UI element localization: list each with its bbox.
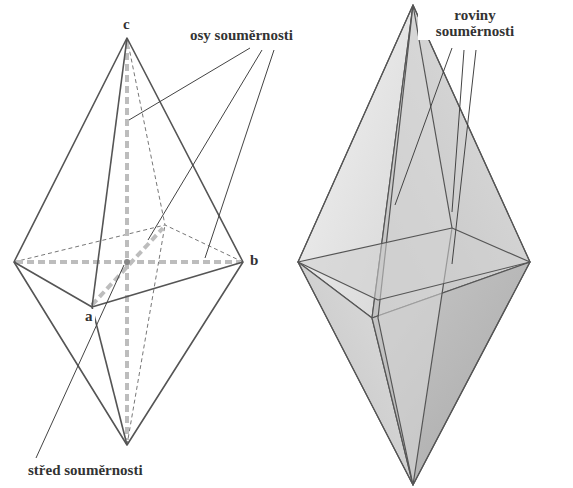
axis-label: osy souměrnosti — [188, 28, 295, 44]
symmetry-plane — [298, 228, 530, 300]
leader-line — [395, 48, 452, 205]
axis-b — [16, 260, 240, 264]
leader-lines — [36, 48, 274, 458]
leader-line — [205, 50, 274, 258]
hidden-edge — [127, 225, 165, 445]
leader-lines — [395, 48, 476, 264]
visible-edges — [14, 38, 243, 445]
hidden-edge — [14, 225, 165, 262]
crystal-planes — [298, 5, 530, 485]
hidden-edge — [165, 225, 243, 262]
leader-line — [36, 265, 124, 458]
front-edge — [14, 262, 243, 307]
front-edge — [92, 38, 127, 307]
axis-c — [125, 42, 129, 440]
symmetry-axes — [16, 42, 240, 440]
hidden-edge — [127, 38, 165, 225]
axis-letter: b — [248, 253, 260, 269]
leader-line — [452, 50, 476, 264]
axis-letter: a — [83, 309, 95, 325]
leader-line — [129, 48, 250, 120]
outline — [14, 38, 243, 445]
hidden-edges — [14, 38, 243, 445]
leader-line — [452, 50, 464, 212]
center-label: střed souměrnosti — [26, 463, 145, 479]
axis-a — [92, 228, 163, 305]
front-edge — [92, 307, 127, 445]
plane-label: roviny souměrnosti — [418, 8, 532, 40]
center-point — [124, 259, 130, 265]
axis-letter: c — [121, 17, 132, 33]
outline — [298, 5, 530, 485]
leader-line — [148, 50, 262, 240]
